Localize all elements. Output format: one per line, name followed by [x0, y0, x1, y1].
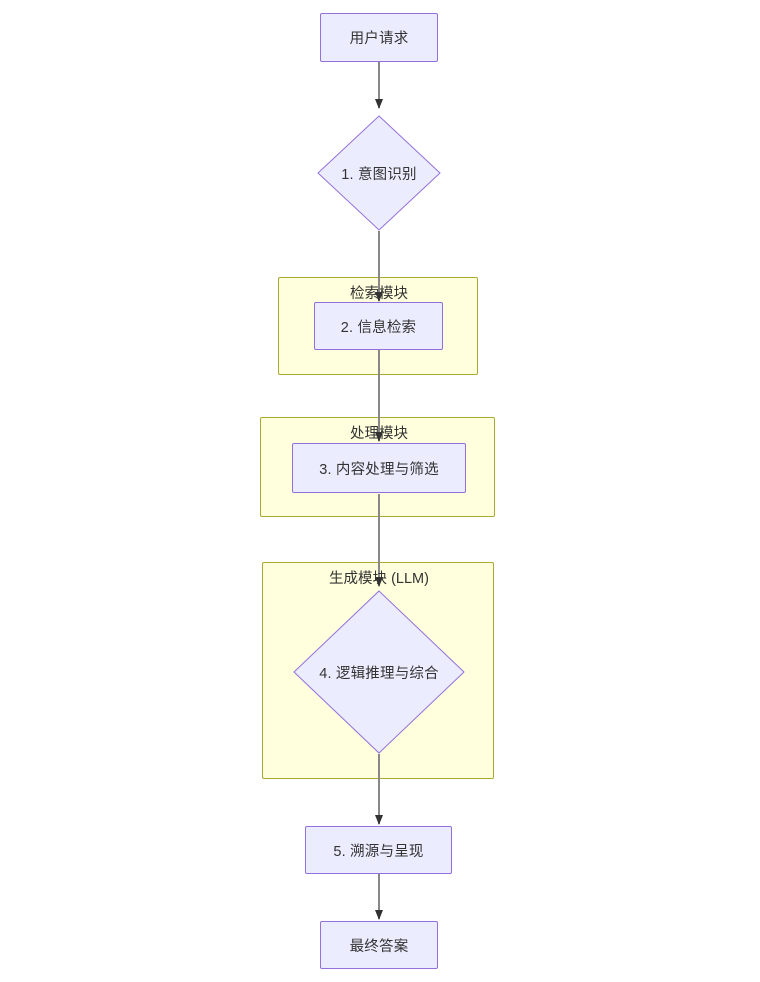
node-intent-recognition[interactable]: 1. 意图识别 [317, 115, 441, 231]
node-intent-recognition-label: 1. 意图识别 [341, 166, 417, 183]
subgraph-processing-module-label: 处理模块 [350, 426, 408, 442]
node-final-answer-label: 最终答案 [349, 938, 409, 955]
node-user-request-label: 用户请求 [349, 31, 409, 47]
node-final-answer[interactable]: 最终答案 [320, 921, 438, 969]
node-logical-reasoning-label: 4. 逻辑推理与综合 [319, 665, 439, 682]
diamond-shape [293, 590, 465, 754]
subgraph-retrieval-module-label: 检索模块 [350, 286, 408, 302]
node-source-tracing-label: 5. 溯源与呈现 [333, 843, 424, 860]
node-user-request[interactable]: 用户请求 [320, 13, 438, 62]
node-information-retrieval-label: 2. 信息检索 [340, 319, 417, 336]
node-logical-reasoning[interactable]: 4. 逻辑推理与综合 [293, 590, 465, 754]
node-content-processing[interactable]: 3. 内容处理与筛选 [292, 443, 466, 493]
node-content-processing-label: 3. 内容处理与筛选 [319, 461, 439, 478]
diamond-shape [317, 115, 441, 231]
node-source-tracing[interactable]: 5. 溯源与呈现 [305, 826, 452, 874]
subgraph-generation-module-label: 生成模块 (LLM) [329, 571, 429, 587]
node-information-retrieval[interactable]: 2. 信息检索 [314, 302, 443, 350]
